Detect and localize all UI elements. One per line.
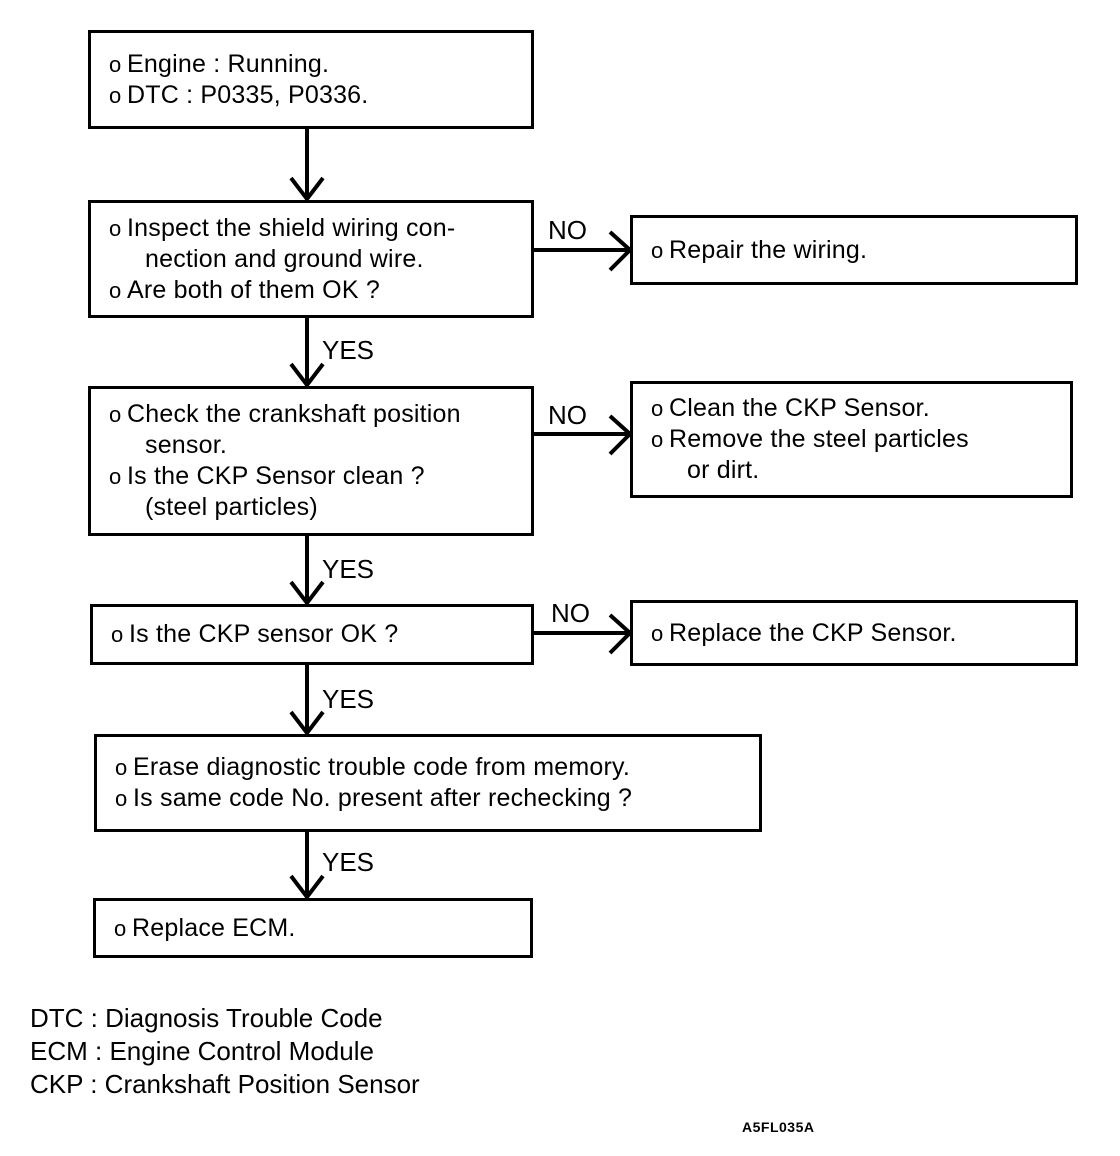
bullet-glyph: o [109, 51, 122, 77]
arrowhead-check-yes [289, 580, 325, 607]
box-check-text-3: Is the CKP Sensor clean ? [127, 462, 425, 490]
edge-label-yes-4: YES [322, 847, 375, 877]
bullet-glyph: o [651, 237, 664, 263]
bullet-glyph: o [109, 464, 122, 489]
edge-label-yes-2: YES [322, 554, 375, 584]
box-inspect-line-2: nection and ground wire. [91, 244, 531, 275]
arrowhead-erase-yes [289, 874, 325, 901]
bullet-glyph: o [109, 277, 122, 303]
bullet-glyph: o [651, 396, 664, 421]
box-repair-text-1: Repair the wiring. [669, 235, 868, 264]
box-check-text-2: sensor. [145, 431, 228, 459]
box-clean-text-2: Remove the steel particles [669, 425, 969, 453]
arrowhead-start-to-inspect [289, 176, 325, 203]
box-replace-ckp-text-1: Replace the CKP Sensor. [669, 618, 957, 647]
box-erase-text-2: Is same code No. present after recheckin… [133, 784, 633, 812]
bullet-glyph: o [651, 620, 664, 646]
arrowhead-ckpok-no [608, 613, 633, 655]
box-conditions-line-2: o DTC : P0335, P0336. [91, 80, 531, 111]
box-replace-ckp-line-1: o Replace the CKP Sensor. [633, 618, 1075, 649]
box-check-line-2: sensor. [91, 430, 531, 461]
edge-label-yes-3: YES [322, 684, 375, 714]
bullet-glyph: o [115, 786, 128, 811]
box-clean-line-1: o Clean the CKP Sensor. [633, 393, 1070, 424]
box-replace-ecm[interactable]: o Replace ECM. [93, 898, 533, 958]
box-inspect-line-3: o Are both of them OK ? [91, 275, 531, 306]
bullet-glyph: o [111, 622, 124, 647]
box-ckpok-text-1: Is the CKP sensor OK ? [129, 620, 399, 648]
box-inspect-shield-wiring[interactable]: o Inspect the shield wiring con- nection… [88, 200, 534, 318]
box-check-line-3: o Is the CKP Sensor clean ? [91, 461, 531, 492]
box-conditions-text-1: Engine : Running. [127, 49, 330, 78]
edge-label-yes-1: YES [322, 335, 375, 365]
edge-label-no-2: NO [548, 400, 587, 430]
box-conditions-text-2: DTC : P0335, P0336. [127, 80, 369, 109]
box-conditions[interactable]: o Engine : Running. o DTC : P0335, P0336… [88, 30, 534, 129]
arrowhead-ckpok-yes [289, 710, 325, 737]
bullet-glyph: o [114, 915, 127, 941]
legend-line-ecm: ECM : Engine Control Module [30, 1036, 374, 1066]
box-check-text-4: (steel particles) [145, 493, 318, 521]
box-check-text-1: Check the crankshaft position [127, 400, 461, 428]
box-inspect-text-2: nection and ground wire. [145, 244, 424, 273]
edge-label-no-1: NO [548, 215, 587, 245]
box-clean-ckp-sensor[interactable]: o Clean the CKP Sensor. o Remove the ste… [630, 381, 1073, 498]
box-erase-line-2: o Is same code No. present after recheck… [97, 783, 759, 814]
box-replace-ecm-text-1: Replace ECM. [132, 913, 296, 942]
box-repair-line-1: o Repair the wiring. [633, 235, 1075, 266]
box-repair-the-wiring[interactable]: o Repair the wiring. [630, 215, 1078, 285]
legend-line-dtc: DTC : Diagnosis Trouble Code [30, 1003, 383, 1033]
box-erase-diagnostic-trouble-code[interactable]: o Erase diagnostic trouble code from mem… [94, 734, 762, 832]
arrowhead-inspect-no [608, 230, 633, 272]
box-clean-line-3: or dirt. [633, 455, 1070, 486]
box-inspect-text-1: Inspect the shield wiring con- [127, 213, 456, 242]
box-clean-line-2: o Remove the steel particles [633, 424, 1070, 455]
bullet-glyph: o [109, 82, 122, 108]
bullet-glyph: o [651, 427, 664, 452]
box-check-crankshaft-position-sensor[interactable]: o Check the crankshaft position sensor. … [88, 386, 534, 536]
box-inspect-line-1: o Inspect the shield wiring con- [91, 213, 531, 244]
box-clean-text-3: or dirt. [687, 456, 760, 484]
arrowhead-check-no [608, 414, 633, 456]
box-clean-text-1: Clean the CKP Sensor. [669, 394, 930, 422]
box-conditions-line-1: o Engine : Running. [91, 49, 531, 80]
box-replace-ckp-sensor[interactable]: o Replace the CKP Sensor. [630, 600, 1078, 666]
box-erase-text-1: Erase diagnostic trouble code from memor… [133, 753, 631, 781]
box-erase-line-1: o Erase diagnostic trouble code from mem… [97, 752, 759, 783]
box-replace-ecm-line-1: o Replace ECM. [96, 913, 530, 944]
arrowhead-inspect-yes [289, 362, 325, 389]
edge-label-no-3: NO [551, 598, 590, 628]
bullet-glyph: o [109, 402, 122, 427]
bullet-glyph: o [109, 215, 122, 241]
box-check-line-4: (steel particles) [91, 492, 531, 523]
box-is-ckp-sensor-ok[interactable]: o Is the CKP sensor OK ? [90, 604, 534, 665]
figure-code: A5FL035A [742, 1119, 815, 1135]
box-inspect-text-3: Are both of them OK ? [127, 275, 380, 304]
box-ckpok-line-1: o Is the CKP sensor OK ? [93, 619, 531, 650]
legend-line-ckp: CKP : Crankshaft Position Sensor [30, 1069, 420, 1099]
box-check-line-1: o Check the crankshaft position [91, 399, 531, 430]
bullet-glyph: o [115, 755, 128, 780]
